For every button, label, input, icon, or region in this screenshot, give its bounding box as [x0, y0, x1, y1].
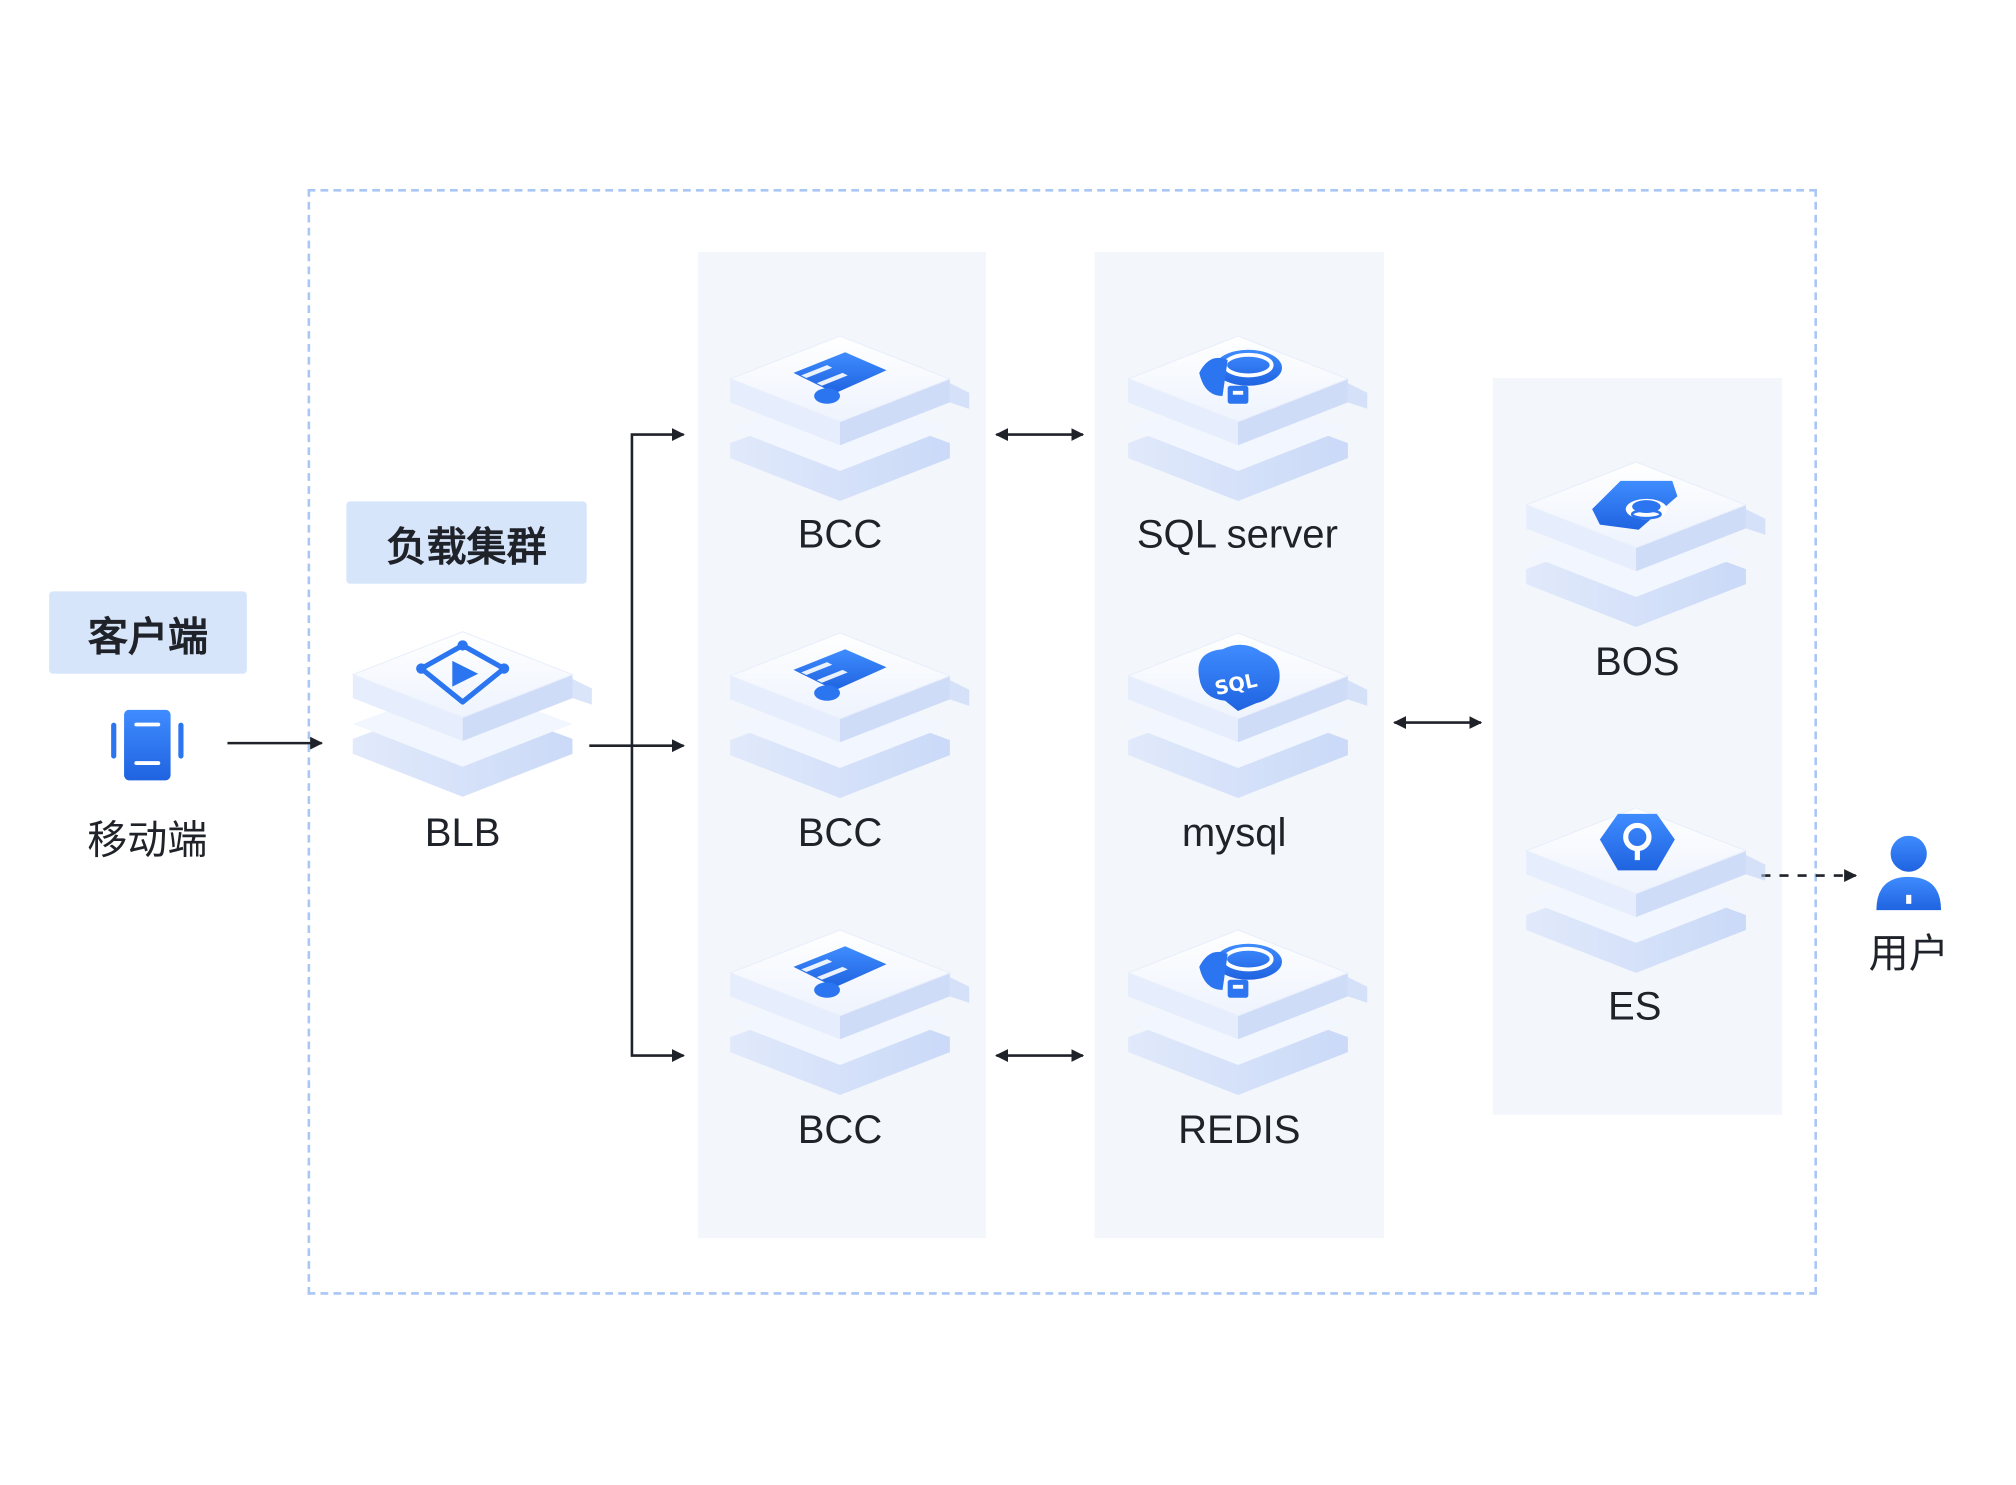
mysql-label: mysql: [1181, 809, 1287, 855]
database-icon: [1199, 349, 1282, 404]
arrow-blb-to-bcc-1: [630, 428, 685, 746]
bcc-label-1: BCC: [797, 511, 883, 557]
blb-node: [333, 615, 599, 808]
user-label: 用户: [1868, 930, 1949, 976]
bcc-label-2: BCC: [797, 809, 883, 855]
bos-node: [1507, 445, 1773, 638]
client-title: 客户端: [49, 591, 247, 674]
redis-label: REDIS: [1178, 1106, 1301, 1152]
bcc-node-1: [711, 319, 977, 512]
search-shield-icon: [1599, 813, 1675, 871]
load-balancer-icon: [416, 640, 510, 705]
bcc-node-2: [711, 616, 977, 809]
sqlserver-node: [1109, 319, 1375, 512]
user-icon: [1876, 835, 1942, 911]
load-balancer-title: 负载集群: [346, 501, 587, 584]
server-rack-icon: [793, 352, 887, 404]
object-storage-icon: [1592, 480, 1678, 530]
server-rack-icon: [793, 649, 887, 701]
mobile-label: 移动端: [87, 817, 208, 863]
es-label: ES: [1608, 983, 1662, 1029]
bcc-label-3: BCC: [797, 1106, 883, 1152]
arrow-blb-to-bcc-3: [630, 745, 685, 1062]
mobile-phone-icon: [111, 709, 184, 781]
mysql-node: SQL: [1109, 616, 1375, 809]
database-icon: [1199, 943, 1282, 998]
redis-node: [1109, 913, 1375, 1106]
es-node: [1507, 791, 1773, 984]
bcc-node-3: [711, 913, 977, 1106]
server-rack-icon: [793, 946, 887, 998]
sqlserver-label: SQL server: [1136, 511, 1338, 557]
mysql-dolphin-icon: SQL: [1198, 644, 1280, 711]
bos-label: BOS: [1595, 638, 1680, 684]
blb-label: BLB: [424, 809, 501, 855]
